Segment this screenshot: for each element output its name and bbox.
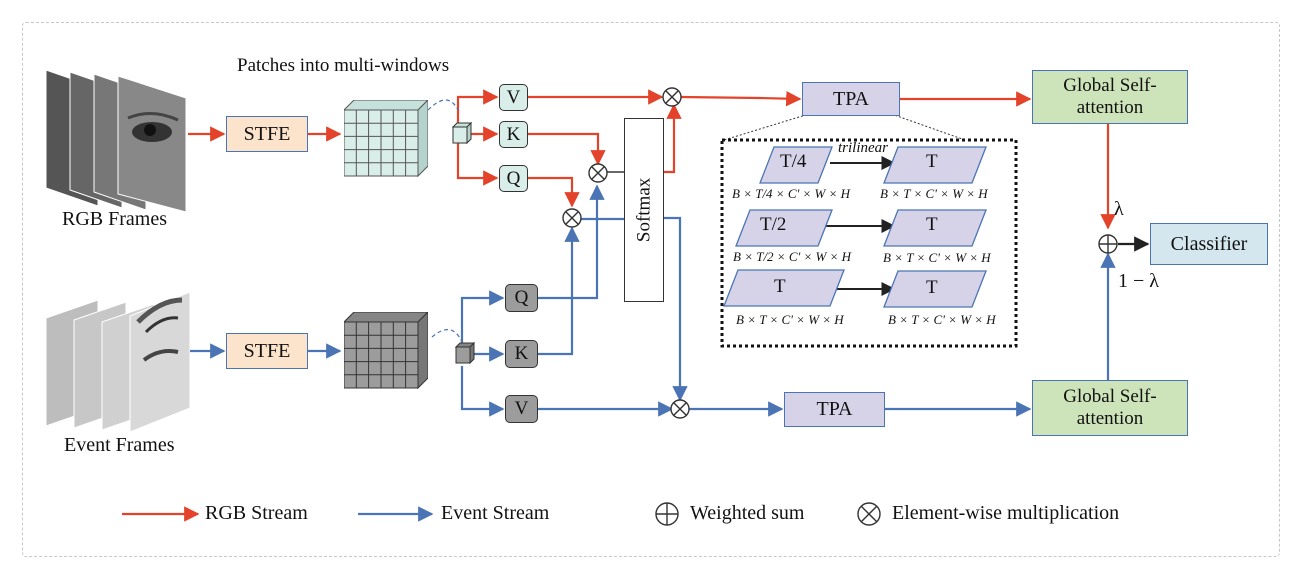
tpa-dst-dim-2: B × T × C' × W × H [883,250,991,265]
tpa-rgb-block: TPA [802,82,900,116]
tpa-src-dim-1: B × T/4 × C' × W × H [732,186,851,201]
global-self-attention-rgb: Global Self-attention [1032,70,1188,124]
multiply-symbol-2 [588,163,608,183]
tpa-src-2: T/2 [760,214,787,235]
event-window-cube [455,342,475,364]
stfe-rgb-block: STFE [226,116,308,152]
lambda-label: λ [1114,198,1124,220]
tpa-dst-2: T [926,214,938,235]
classifier-block: Classifier [1150,223,1268,265]
softmax-label: Softmax [633,177,655,243]
event-patch-grid [344,312,428,390]
tpa-dst-1: T [926,151,938,172]
event-frames-image [45,291,191,433]
multiply-symbol-1 [662,87,682,107]
tpa-dst-dim-3: B × T × C' × W × H [888,312,996,327]
legend-rgb-stream: RGB Stream [205,502,308,524]
tpa-dst-3: T [926,277,938,298]
tpa-src-1: T/4 [780,151,807,172]
legend-weighted-sum-icon [655,502,679,526]
rgb-query-token: Q [499,165,528,192]
rgb-frames-label: RGB Frames [62,208,167,230]
tpa-src-dim-3: B × T × C' × W × H [736,312,844,327]
tpa-detail-box [720,138,1018,348]
event-query-token: Q [505,284,538,312]
tpa-src-dim-2: B × T/2 × C' × W × H [733,249,852,264]
patches-label: Patches into multi-windows [237,55,450,76]
one-minus-lambda-label: 1 − λ [1118,270,1159,292]
tpa-src-3: T [774,276,786,297]
rgb-window-cube [452,122,472,144]
legend-weighted-sum: Weighted sum [690,502,805,524]
rgb-value-token: V [499,84,528,111]
event-frames-label: Event Frames [64,434,175,456]
multiply-symbol-3 [562,208,582,228]
rgb-frames-image [45,69,187,213]
tpa-dst-dim-1: B × T × C' × W × H [880,186,988,201]
legend-elementwise: Element-wise multiplication [892,502,1120,524]
global-self-attention-event: Global Self-attention [1032,380,1188,436]
trilinear-label: trilinear [838,140,889,156]
rgb-key-token: K [499,121,528,148]
weighted-sum-symbol [1098,234,1118,254]
legend-event-stream: Event Stream [441,502,550,524]
legend-multiply-icon [857,502,881,526]
event-value-token: V [505,395,538,423]
tpa-detail-shapes [723,146,987,308]
softmax-block: Softmax [624,118,664,302]
event-key-token: K [505,340,538,368]
stfe-event-block: STFE [226,333,308,369]
multiply-symbol-4 [670,399,690,419]
rgb-patch-grid [344,100,428,178]
diagram-frame [22,22,1280,557]
tpa-event-block: TPA [784,392,885,427]
